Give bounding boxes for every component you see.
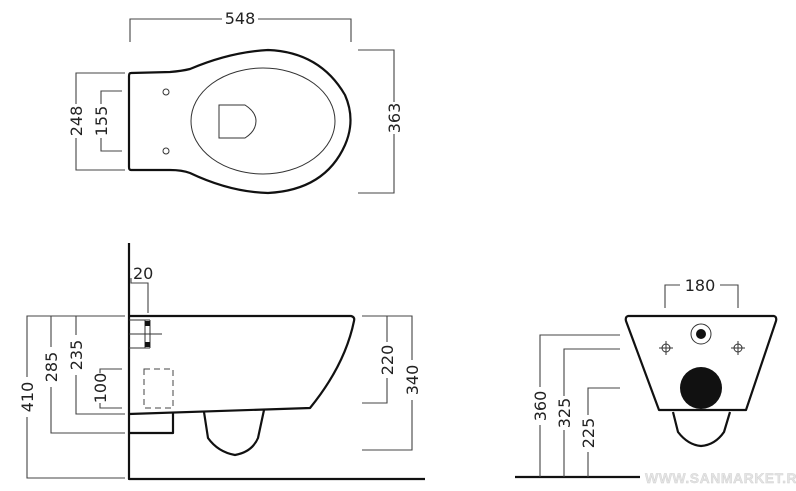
front-body-outline xyxy=(624,314,778,412)
dim-line-155 xyxy=(100,90,122,152)
side-body-outline xyxy=(128,314,356,416)
connector xyxy=(129,319,162,349)
seat-hole-icon xyxy=(162,88,170,96)
dim-height-340: 340 xyxy=(403,365,422,396)
seat-ellipse xyxy=(190,67,336,175)
dim-line-248 xyxy=(75,72,125,171)
dim-width: 548 xyxy=(225,9,256,28)
mount-hole-icon xyxy=(659,341,673,355)
dim-line-360 xyxy=(539,334,620,477)
dim-line-363 xyxy=(358,49,395,194)
outlet-circle-icon xyxy=(680,367,722,409)
dim-line-325 xyxy=(563,348,620,477)
dim-height-225: 225 xyxy=(579,418,598,449)
dim-line-100 xyxy=(99,368,122,409)
water-inlet-core-icon xyxy=(696,329,706,339)
connector-bolt-icon xyxy=(145,321,150,326)
water-inlet-icon xyxy=(690,323,712,345)
connector-bolt-icon xyxy=(145,342,150,347)
dim-height-360: 360 xyxy=(531,391,550,422)
dim-height-100: 100 xyxy=(91,373,110,404)
top-view: 548 363 248 155 xyxy=(67,9,404,195)
top-view-outline xyxy=(127,48,352,195)
mount-hole-icon xyxy=(731,341,745,355)
dim-height-285: 285 xyxy=(42,352,61,383)
dim-offset-20: 20 xyxy=(133,264,153,283)
dim-line-340 xyxy=(362,315,413,451)
front-view: 180 360 325 225 WWW.SANMARKET.RU xyxy=(515,276,796,486)
outlet-shape xyxy=(218,104,257,139)
inlet-dashed-box xyxy=(143,368,174,409)
dim-line-180 xyxy=(664,284,739,308)
wall-floor-line xyxy=(127,243,425,481)
dim-hole-spacing-180: 180 xyxy=(685,276,716,295)
front-bowl xyxy=(671,411,732,448)
dim-height-325: 325 xyxy=(555,398,574,429)
dim-height-220: 220 xyxy=(378,345,397,376)
dim-line-285 xyxy=(50,316,125,434)
side-view: 20 410 285 235 100 220 340 xyxy=(18,243,425,481)
dim-hole-spacing: 155 xyxy=(92,106,111,137)
dim-line-225 xyxy=(587,387,620,477)
seat-hole-icon xyxy=(162,147,170,155)
dim-line-410 xyxy=(26,315,125,479)
watermark: WWW.SANMARKET.RU xyxy=(645,470,796,486)
side-base-block xyxy=(129,413,175,435)
side-bowl xyxy=(202,409,266,457)
dim-rear-width: 248 xyxy=(67,106,86,137)
dim-line-235 xyxy=(75,316,125,415)
dim-depth: 363 xyxy=(385,103,404,134)
dim-height-410: 410 xyxy=(18,382,37,413)
dim-line-20 xyxy=(130,278,149,313)
dim-height-235: 235 xyxy=(67,340,86,371)
dim-line-548 xyxy=(129,18,352,42)
